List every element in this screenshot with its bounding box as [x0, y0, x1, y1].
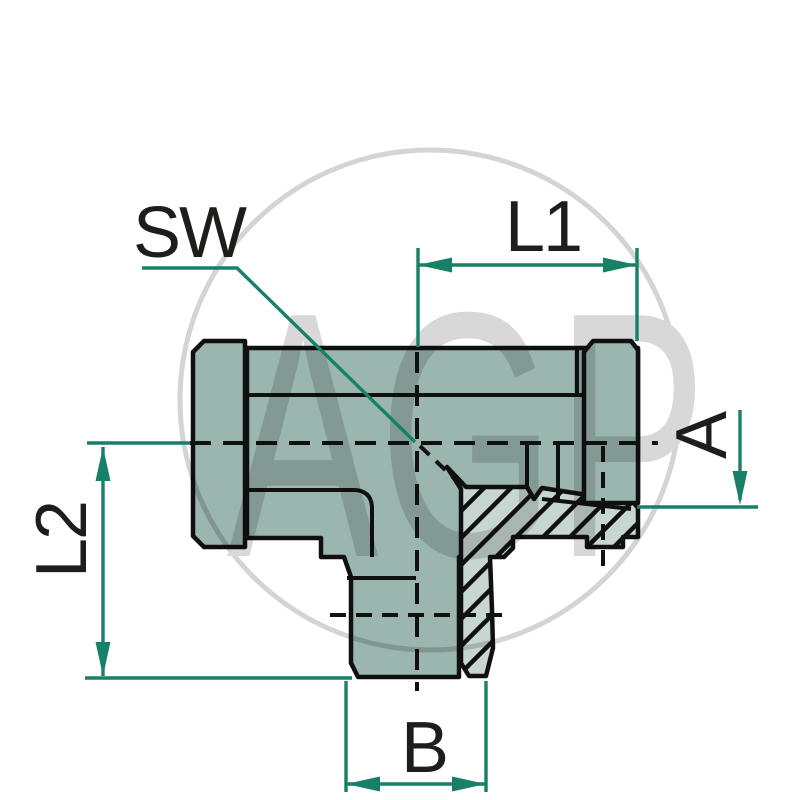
label-b: B [401, 708, 447, 788]
fitting-part-group [190, 338, 641, 680]
dimension-lines-group [85, 248, 758, 792]
b-arrow-right [452, 776, 486, 792]
thread-seat-inner-line [541, 497, 632, 511]
l2-arrow-down [95, 642, 111, 676]
dimension-labels-group: SW L1 L2 A B [22, 187, 742, 788]
label-a: A [662, 411, 742, 459]
section-hatched-region [444, 464, 641, 679]
b-arrow-left [346, 776, 380, 792]
label-l2: L2 [22, 502, 102, 578]
label-l1: L1 [505, 187, 581, 267]
a-arrow-down [732, 471, 748, 505]
watermark-group: AGP [177, 147, 707, 653]
flange-step-edge-line [247, 488, 374, 557]
l1-arrow-left [418, 257, 452, 273]
left-hex-cap [190, 338, 248, 550]
centerlines-group [190, 352, 658, 691]
l2-arrow-up [95, 447, 111, 481]
right-hex-cap [581, 338, 641, 506]
l1-arrow-right [603, 257, 637, 273]
centerline-diagonal-section [418, 444, 460, 484]
label-sw: SW [133, 193, 247, 273]
dimension-arrowheads-group [95, 257, 748, 792]
watermark-agp-text: AGP [227, 240, 707, 631]
body-edge-lines [247, 348, 632, 580]
sw-leader-line [142, 266, 417, 444]
watermark-circle [177, 147, 683, 653]
